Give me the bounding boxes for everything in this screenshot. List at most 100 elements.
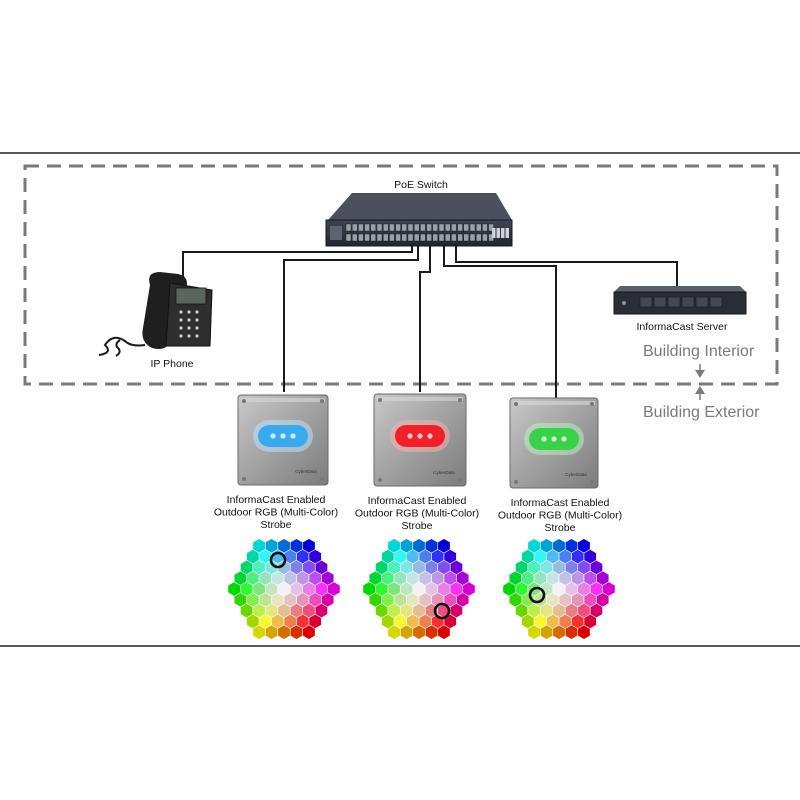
color-swatch: [296, 570, 310, 586]
color-swatch: [418, 592, 432, 608]
color-swatch: [527, 603, 541, 618]
switch-port: [482, 233, 488, 242]
color-swatch: [400, 624, 413, 640]
color-swatch: [258, 570, 272, 586]
color-swatch: [381, 570, 395, 586]
switch-port: [358, 223, 364, 232]
switch-port: [345, 233, 352, 242]
switch-uplink-port: [496, 228, 500, 238]
color-swatch: [443, 592, 457, 608]
color-swatch: [552, 624, 566, 640]
color-swatch: [450, 581, 463, 597]
color-swatch: [387, 581, 401, 597]
color-swatch: [283, 549, 297, 564]
color-swatch: [240, 560, 253, 575]
ip-phone-device: [98, 272, 213, 357]
color-swatch: [406, 570, 420, 586]
switch-port: [445, 223, 451, 232]
color-swatch: [540, 560, 553, 575]
building-exterior-label: Building Exterior: [643, 404, 760, 421]
enclosure-screw: [320, 477, 324, 481]
color-swatch: [234, 592, 247, 608]
switch-port: [432, 233, 438, 242]
color-swatch: [265, 603, 278, 618]
switch-port: [376, 233, 383, 242]
switch-port: [401, 223, 407, 232]
color-swatch: [425, 538, 438, 554]
color-swatch: [258, 549, 272, 564]
switch-port: [352, 223, 358, 232]
strobe-led: [417, 433, 423, 439]
switch-port: [482, 223, 488, 232]
enclosure-screw: [378, 398, 382, 402]
enclosure-screw: [242, 477, 246, 481]
color-swatch: [393, 570, 407, 586]
color-swatch: [265, 538, 278, 554]
color-swatch: [552, 560, 566, 575]
color-swatch: [509, 592, 522, 608]
color-swatch: [583, 549, 597, 564]
color-swatch: [443, 570, 457, 586]
switch-uplink-port: [505, 228, 509, 238]
color-swatch: [252, 581, 266, 597]
strobe-brand-logo: CyberData: [295, 469, 317, 474]
strobe-2-label-1: InformaCast Enabled: [368, 495, 467, 507]
color-swatch: [521, 570, 535, 586]
strobe-1-label-3: Strobe: [261, 519, 292, 531]
enclosure-screw: [458, 398, 462, 402]
color-swatch: [308, 549, 322, 564]
color-swatch: [387, 624, 401, 640]
enclosure-screw: [458, 478, 462, 482]
color-swatch: [571, 592, 585, 608]
color-swatch: [369, 592, 382, 608]
zone-boundary-arrows: [695, 364, 705, 400]
color-swatch: [412, 624, 426, 640]
color-swatch: [412, 560, 426, 575]
building-interior-boundary: [23, 164, 779, 386]
color-swatch: [456, 592, 469, 608]
color-swatch: [425, 581, 438, 597]
color-swatch: [381, 549, 395, 564]
strobe-led: [290, 433, 296, 439]
color-swatch: [565, 624, 578, 640]
color-swatch: [246, 570, 260, 586]
network-cables: [182, 246, 678, 398]
color-swatch: [596, 570, 609, 586]
color-swatch: [252, 560, 266, 575]
color-swatch: [400, 560, 413, 575]
color-swatch: [240, 581, 253, 597]
strobe-3-label-3: Strobe: [545, 522, 576, 534]
color-swatch: [546, 549, 560, 564]
color-swatch: [246, 614, 260, 629]
color-swatch: [290, 624, 303, 640]
switch-port: [352, 233, 358, 242]
enclosure-screw: [242, 399, 246, 403]
color-swatch: [437, 560, 451, 575]
switch-port: [401, 233, 407, 242]
color-swatch: [590, 581, 603, 597]
color-swatch: [406, 614, 420, 629]
switch-port: [476, 233, 482, 242]
strobe-brand-logo: CyberData: [565, 472, 587, 477]
color-swatch: [271, 570, 285, 586]
color-swatch: [515, 581, 528, 597]
color-swatch: [583, 592, 597, 608]
switch-port: [445, 233, 451, 242]
color-swatch: [565, 560, 578, 575]
color-swatch: [283, 570, 297, 586]
color-swatch: [552, 538, 566, 554]
color-swatch: [406, 549, 420, 564]
strobe-led: [280, 433, 286, 439]
switch-port: [451, 223, 457, 232]
color-swatch: [558, 570, 572, 586]
color-swatch: [381, 614, 395, 629]
switch-port: [426, 223, 432, 232]
color-swatch: [252, 603, 266, 618]
color-swatch: [321, 592, 334, 608]
color-swatch: [387, 538, 401, 554]
color-swatch: [546, 592, 560, 608]
color-swatch: [437, 624, 451, 640]
color-swatch: [527, 560, 541, 575]
color-swatch: [296, 614, 310, 629]
